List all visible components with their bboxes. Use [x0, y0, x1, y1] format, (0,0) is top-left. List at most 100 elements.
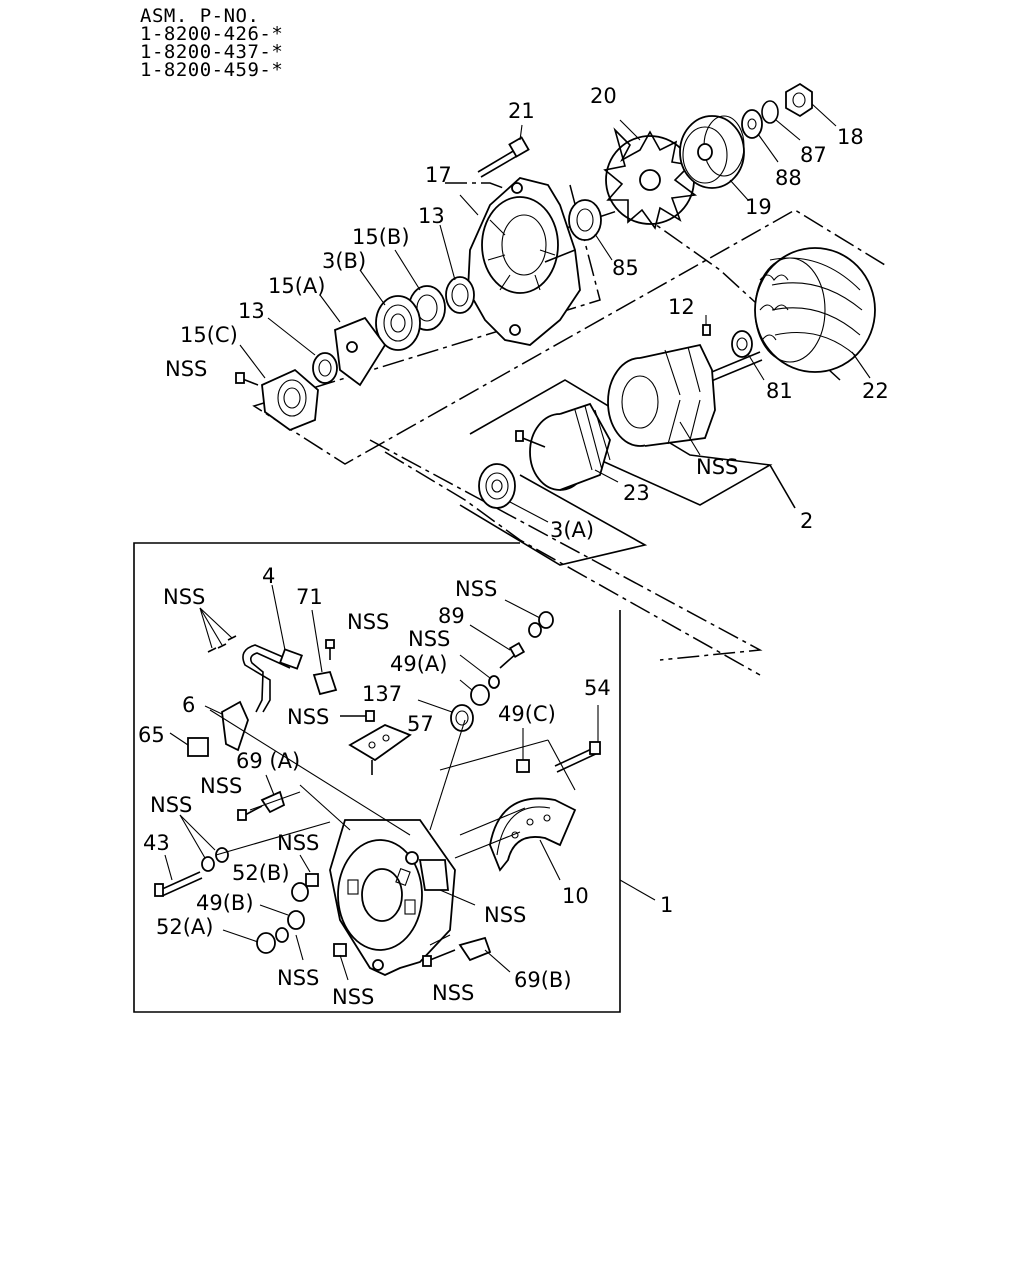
bearing-retainer-15c: [239, 344, 319, 432]
callout-57: 57: [407, 712, 434, 736]
callout-nss-g: NSS: [277, 831, 319, 855]
callout-85: 85: [612, 256, 639, 280]
callout-15a: 15(A): [268, 274, 325, 298]
washer-88: [741, 109, 779, 163]
callout-137: 137: [362, 682, 402, 706]
callout-1: 1: [660, 893, 673, 917]
cooling-fan-20: [603, 119, 698, 230]
callout-nss-c: NSS: [408, 627, 450, 651]
clip-69a: [260, 774, 286, 814]
cap-71: [311, 609, 338, 696]
callout-89: 89: [438, 604, 465, 628]
callout-nss-b: NSS: [347, 610, 389, 634]
callout-65: 65: [138, 723, 165, 747]
group-line-rear: [384, 451, 761, 676]
callout-49c: 49(C): [498, 702, 556, 726]
screw-137: [340, 710, 375, 722]
terminal-65: [169, 732, 209, 757]
washer-nss: [459, 654, 500, 689]
callout-nss-i: NSS: [484, 903, 526, 927]
callout-15c: 15(C): [180, 323, 238, 347]
group-line-front-cover: [445, 182, 523, 196]
bearing-plate-15a: [319, 294, 387, 387]
part-number-3: 1-8200-459-*: [140, 59, 284, 81]
callout-15b: 15(B): [352, 225, 410, 249]
bushing-49c: [516, 728, 530, 773]
callout-43: 43: [143, 831, 170, 855]
callout-3b: 3(B): [322, 249, 366, 273]
spring-washer-87: [761, 100, 801, 141]
callout-88: 88: [775, 166, 802, 190]
leader-2: [769, 464, 796, 509]
callout-nss-a: NSS: [163, 585, 205, 609]
spacer-81: [731, 330, 765, 381]
pulley-19: [679, 115, 749, 201]
callout-nss-top: NSS: [165, 357, 207, 381]
bushing-49b: [259, 904, 305, 930]
callout-22: 22: [862, 379, 889, 403]
callout-10: 10: [562, 884, 589, 908]
callout-nss-f: NSS: [200, 774, 242, 798]
header-title: ASM. P-NO.: [140, 5, 260, 27]
stator-22: [754, 247, 876, 379]
bushing-nss-g: [299, 854, 319, 887]
bracket-plate: [348, 724, 412, 775]
callout-nss-rotor: NSS: [696, 455, 738, 479]
group-line-cover-assembly: [252, 184, 886, 465]
screw-12: [702, 315, 711, 336]
callout-nss-k: NSS: [332, 985, 374, 1009]
callout-87: 87: [800, 143, 827, 167]
brush-holder-10: [489, 797, 577, 881]
callout-49a: 49(A): [390, 652, 447, 676]
cap-52a: [222, 927, 289, 954]
bushing-49a: [459, 679, 490, 706]
screw-nss-a: [325, 639, 335, 660]
callout-12: 12: [668, 295, 695, 319]
washers-nss-h: [179, 814, 229, 872]
callout-13-rear: 13: [238, 299, 265, 323]
rotor-assembly: [607, 343, 763, 456]
callout-17: 17: [425, 163, 452, 187]
callout-6: 6: [182, 693, 195, 717]
retainer-screw: [235, 372, 259, 386]
callout-23: 23: [623, 481, 650, 505]
callout-labels: 21 20 18 87 88 19 17 13 15(B) 3(B) 15(A)…: [138, 84, 889, 1009]
nss-pins: [199, 607, 237, 653]
screw-nss-l: [422, 949, 456, 967]
pulley-nut-18: [785, 82, 837, 127]
callout-20: 20: [590, 84, 617, 108]
bushing-nss-k: [333, 943, 349, 981]
callout-nss-l: NSS: [432, 981, 474, 1005]
callout-nss-e: NSS: [287, 705, 329, 729]
group-box-rotor: [469, 379, 773, 506]
bolt-54: [554, 705, 601, 773]
through-bolt-21: [477, 124, 530, 178]
callout-3a: 3(A): [550, 518, 594, 542]
callout-nss-d: NSS: [455, 577, 497, 601]
cap-52b: [291, 882, 309, 902]
callout-49b: 49(B): [196, 891, 254, 915]
callout-nss-j: NSS: [277, 966, 319, 990]
terminal-bolt-89: [469, 624, 526, 669]
rear-leader-lines: [209, 709, 576, 961]
group-box-bearing: [459, 474, 648, 566]
connector-6: [204, 700, 249, 752]
callout-18: 18: [837, 125, 864, 149]
callout-nss-h: NSS: [150, 793, 192, 817]
rear-assembly-box: [133, 542, 621, 1013]
callout-4: 4: [262, 564, 275, 588]
callout-52b: 52(B): [232, 861, 290, 885]
callout-21: 21: [508, 99, 535, 123]
oil-seal-85: [568, 199, 613, 261]
clip-69b: [458, 936, 511, 973]
callout-19: 19: [745, 195, 772, 219]
callout-71: 71: [296, 585, 323, 609]
callout-13-front: 13: [418, 204, 445, 228]
spacer-13-rear: [267, 317, 338, 384]
callout-81: 81: [766, 379, 793, 403]
callout-2: 2: [800, 509, 813, 533]
callout-52a: 52(A): [156, 915, 213, 939]
part-number-1: 1-8200-426-*: [140, 23, 284, 45]
screw-nss-f: [237, 805, 263, 821]
